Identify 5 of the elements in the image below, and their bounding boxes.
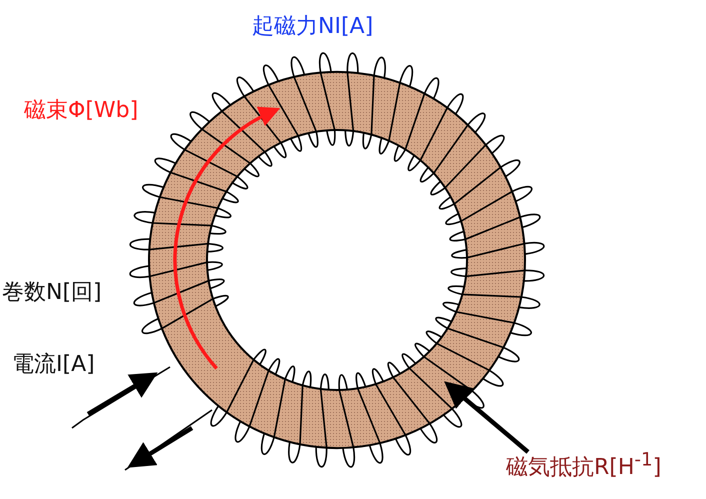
leader-arrow bbox=[444, 381, 530, 454]
quantity-label: 巻数N[回] bbox=[2, 280, 102, 306]
quantity-label: 電流I[A] bbox=[12, 352, 95, 378]
quantity-label: 磁束Φ[Wb] bbox=[24, 98, 138, 124]
quantity-label: 起磁力NI[A] bbox=[252, 14, 374, 40]
